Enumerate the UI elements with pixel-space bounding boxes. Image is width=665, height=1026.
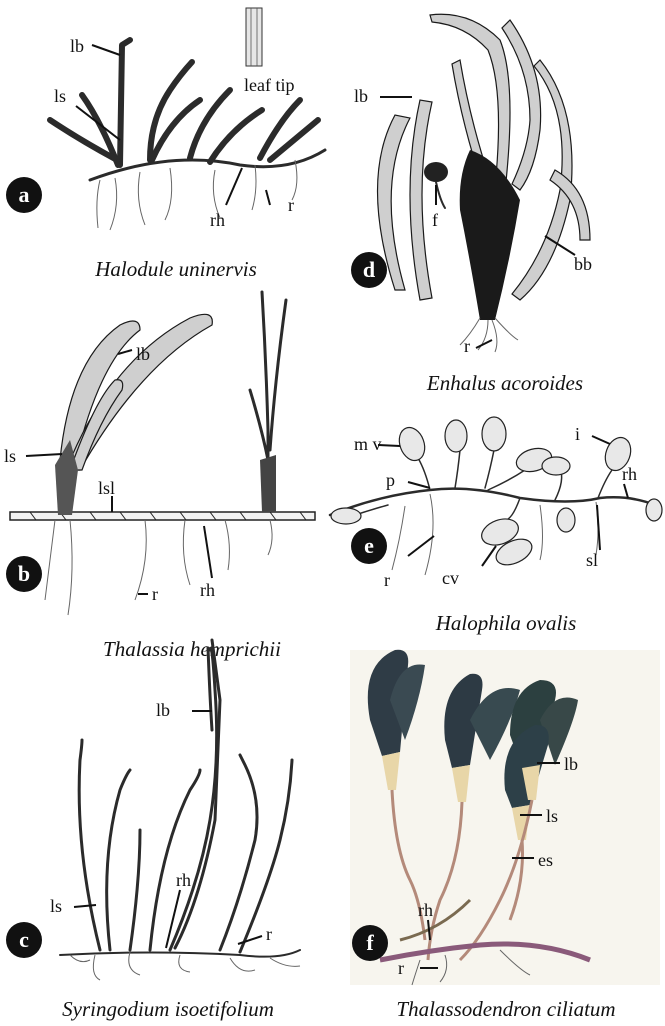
label-d-lb: lb xyxy=(354,86,368,106)
panel-b: lb ls lsl r rh b Thalassia hemprichii xyxy=(4,292,315,661)
label-f-ls: ls xyxy=(546,806,558,826)
leader-a-lb xyxy=(92,45,120,55)
caption-d: Enhalus acoroides xyxy=(426,371,583,395)
label-b-lb: lb xyxy=(136,344,150,364)
label-b-lsl: lsl xyxy=(98,478,115,498)
panel-a-letter: a xyxy=(19,182,30,207)
panel-f-letter: f xyxy=(366,930,374,955)
rhizome-e xyxy=(330,489,655,515)
panel-d: lb f bb r d Enhalus acoroides xyxy=(351,14,592,395)
panel-f: lb ls es rh r f Thalassodendron ciliatum xyxy=(350,650,660,1021)
label-c-rh: rh xyxy=(176,870,191,890)
base-d xyxy=(460,150,520,320)
label-f-lb: lb xyxy=(564,754,578,774)
leader-a-ls xyxy=(76,106,120,140)
caption-c: Syringodium isoetifolium xyxy=(62,997,274,1021)
label-c-ls: ls xyxy=(50,896,62,916)
label-e-r: r xyxy=(384,570,390,590)
label-e-mv: m v xyxy=(354,434,382,454)
leader-e-cv xyxy=(482,546,496,566)
leader-e-rh xyxy=(624,484,628,498)
label-e-cv: cv xyxy=(442,568,459,588)
leaves-b-left xyxy=(60,314,212,470)
caption-e: Halophila ovalis xyxy=(435,611,577,635)
label-f-es: es xyxy=(538,850,553,870)
label-b-r: r xyxy=(152,584,158,604)
leader-a-rh xyxy=(226,168,242,205)
rhizome-b xyxy=(10,512,315,520)
label-a-rh: rh xyxy=(210,210,225,230)
panel-d-letter: d xyxy=(363,257,375,282)
label-a-lb: lb xyxy=(70,36,84,56)
label-d-bb: bb xyxy=(574,254,592,274)
leader-e-i xyxy=(592,436,610,444)
label-b-ls: ls xyxy=(4,446,16,466)
label-d-f: f xyxy=(432,210,438,230)
panel-e-letter: e xyxy=(364,533,374,558)
roots-b xyxy=(45,520,272,615)
label-a-r: r xyxy=(288,195,294,215)
label-c-r: r xyxy=(266,924,272,944)
label-c-lb: lb xyxy=(156,700,170,720)
label-e-p: p xyxy=(386,470,395,490)
sheath-b-right xyxy=(260,455,276,512)
leaves-c xyxy=(79,640,292,952)
label-e-i: i xyxy=(575,424,580,444)
leader-b-rh xyxy=(204,526,212,578)
panel-b-letter: b xyxy=(18,561,30,586)
label-leaf-tip: leaf tip xyxy=(244,75,294,95)
caption-a: Halodule uninervis xyxy=(94,257,257,281)
leader-e-p xyxy=(408,482,430,488)
leader-a-r xyxy=(266,190,270,205)
leader-c-r xyxy=(238,936,262,944)
flower-d xyxy=(424,162,448,182)
rhizome-a xyxy=(90,150,325,180)
label-a-ls: ls xyxy=(54,86,66,106)
caption-f: Thalassodendron ciliatum xyxy=(396,997,615,1021)
panel-a: leaf tip lb ls xyxy=(6,8,325,281)
label-b-rh: rh xyxy=(200,580,215,600)
label-d-r: r xyxy=(464,336,470,356)
leader-c-ls xyxy=(74,905,96,907)
leaf-tip-inset xyxy=(246,8,262,66)
panel-c: lb ls rh r c Syringodium isoetifolium xyxy=(6,640,300,1021)
label-f-rh: rh xyxy=(418,900,433,920)
label-f-r: r xyxy=(398,958,404,978)
label-e-rh: rh xyxy=(622,464,637,484)
label-e-sl: sl xyxy=(586,550,598,570)
leader-b-ls xyxy=(26,454,62,456)
peduncle-d xyxy=(436,182,445,208)
panel-c-letter: c xyxy=(19,927,29,952)
caption-b: Thalassia hemprichii xyxy=(103,637,281,661)
leaves-a xyxy=(50,40,318,165)
panel-e: m v p i rh r cv sl e Halophila ovalis xyxy=(330,417,662,635)
